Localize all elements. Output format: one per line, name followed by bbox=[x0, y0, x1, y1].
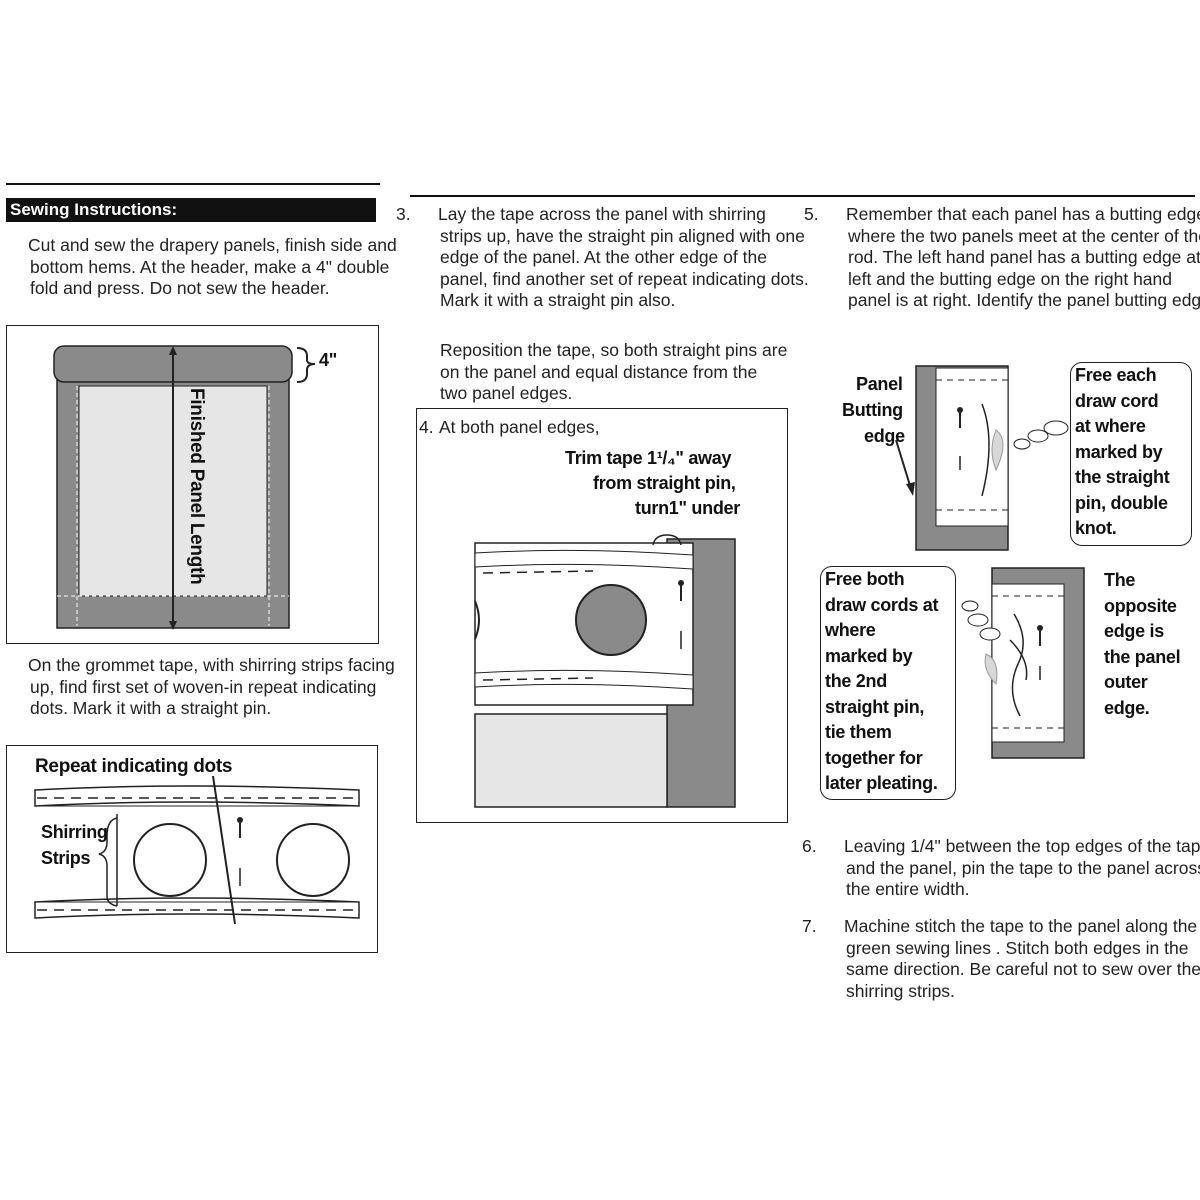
step-1-text: Cut and sew the drapery panels, finish s… bbox=[28, 235, 397, 298]
free-each-line-3: at where bbox=[1075, 416, 1146, 436]
panel-diagram bbox=[53, 345, 316, 630]
free-both-bubble: Free both draw cords at where marked by … bbox=[820, 566, 956, 800]
step-5-number: 5. bbox=[804, 204, 819, 224]
opposite-line-1: The bbox=[1104, 570, 1136, 590]
free-both-line-5: the 2nd bbox=[825, 671, 887, 691]
step-1-number: 1. bbox=[0, 235, 28, 257]
step-3-text: Lay the tape across the panel with shirr… bbox=[438, 204, 809, 310]
step-6-text: Leaving 1/4" between the top edges of th… bbox=[844, 836, 1200, 899]
butting-label-2: Butting bbox=[842, 400, 903, 420]
free-each-line-2: draw cord bbox=[1075, 390, 1159, 411]
step-4-text: At both panel edges, bbox=[439, 417, 600, 437]
section-header: Sewing Instructions: bbox=[6, 198, 376, 222]
step-2-text: On the grommet tape, with shirring strip… bbox=[28, 655, 395, 718]
step-5: 5. Remember that each panel has a butting… bbox=[804, 204, 1200, 312]
free-each-line-5: the straight bbox=[1075, 467, 1170, 487]
free-both-line-4: marked by bbox=[825, 645, 913, 666]
shirring-label-2: Strips bbox=[41, 848, 91, 868]
step-6: 6. Leaving 1/4" between the top edges of … bbox=[802, 836, 1200, 901]
figure-panel-header: 4" Finished Panel Length bbox=[6, 325, 379, 644]
step-3-number: 3. bbox=[396, 204, 411, 224]
tape-diagram bbox=[34, 775, 360, 925]
step-7: 7. Machine stitch the tape to the panel a… bbox=[802, 916, 1200, 1002]
shirring-label-1: Shirring bbox=[41, 822, 108, 842]
free-both-line-6: straight pin, bbox=[825, 696, 925, 717]
step-2-number: 2. bbox=[0, 655, 28, 677]
finished-panel-length-label: Finished Panel Length bbox=[186, 388, 207, 585]
free-both-line-1: Free both bbox=[825, 569, 905, 589]
free-each-line-7: knot. bbox=[1075, 518, 1117, 538]
step-5-text: Remember that each panel has a butting e… bbox=[846, 204, 1200, 310]
free-both-line-2: draw cords at bbox=[825, 594, 939, 615]
step-2: 2.On the grommet tape, with shirring str… bbox=[0, 655, 398, 720]
step-1: 1.Cut and sew the drapery panels, finish… bbox=[0, 235, 398, 300]
free-each-bubble: Free each draw cord at where marked by t… bbox=[1070, 362, 1192, 546]
butting-label-3: edge bbox=[864, 426, 905, 446]
step-7-text: Machine stitch the tape to the panel alo… bbox=[844, 916, 1200, 1001]
step-4-number: 4. bbox=[419, 417, 434, 437]
free-both-line-7: tie them bbox=[825, 722, 892, 742]
opposite-line-4: the panel bbox=[1104, 646, 1181, 667]
free-each-line-6: pin, double bbox=[1075, 492, 1168, 513]
opposite-edge-label: The opposite edge is the panel outer edg… bbox=[1104, 568, 1181, 721]
trim-label-3: turn1" under bbox=[635, 498, 740, 518]
free-both-line-3: where bbox=[825, 620, 876, 640]
figure-grommet-tape: Repeat indicating dots Shirring Strips bbox=[6, 745, 378, 953]
opposite-line-2: opposite bbox=[1104, 595, 1177, 616]
step-7-number: 7. bbox=[802, 916, 817, 936]
top-rule-right bbox=[410, 195, 1195, 197]
butting-label-1: Panel bbox=[856, 374, 903, 394]
opposite-line-6: edge. bbox=[1104, 697, 1150, 718]
free-both-line-9: later pleating. bbox=[825, 773, 938, 793]
step-3-followup: Reposition the tape, so both straight pi… bbox=[440, 340, 788, 403]
free-each-line-4: marked by bbox=[1075, 441, 1163, 462]
opposite-line-3: edge is bbox=[1104, 621, 1164, 641]
opposite-line-5: outer bbox=[1104, 672, 1148, 692]
top-rule-left bbox=[6, 183, 380, 185]
figure-trim-tape: 4.At both panel edges, Trim tape 1¹/₄" a… bbox=[416, 408, 788, 823]
trim-label-2: from straight pin, bbox=[593, 473, 736, 493]
repeat-dots-label: Repeat indicating dots bbox=[35, 756, 233, 777]
dimension-4in-label: 4" bbox=[319, 350, 337, 370]
step-3: 3. Lay the tape across the panel with shi… bbox=[396, 204, 810, 312]
step-4: 4.At both panel edges, bbox=[419, 417, 779, 439]
free-both-line-8: together for bbox=[825, 747, 923, 768]
trim-label-1: Trim tape 1¹/₄" away bbox=[565, 448, 732, 468]
step-6-number: 6. bbox=[802, 836, 817, 856]
free-each-line-1: Free each bbox=[1075, 365, 1157, 385]
trim-diagram bbox=[474, 534, 736, 808]
